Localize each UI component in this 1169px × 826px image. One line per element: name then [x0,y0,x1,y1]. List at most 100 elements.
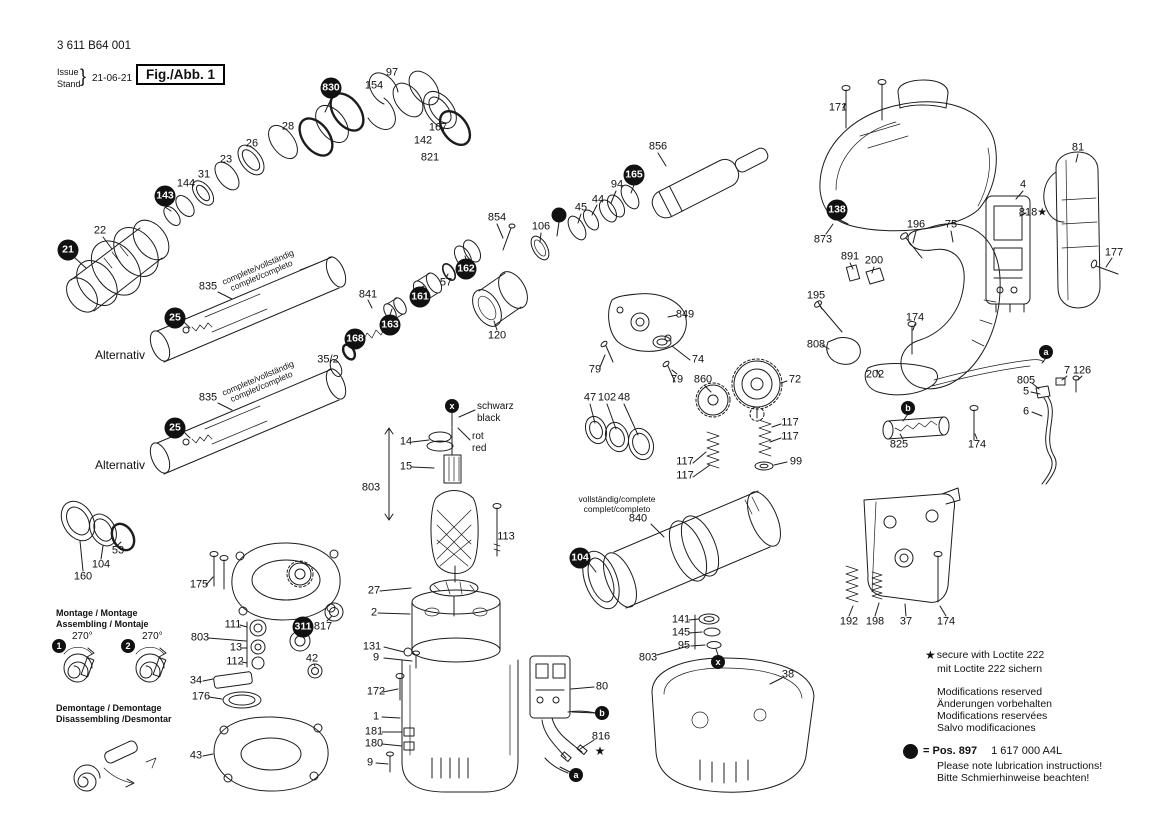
part-label-171: 171 [828,101,848,114]
part-label-200: 200 [864,254,884,267]
part-label-117: 117 [676,455,694,468]
part-label-849: 849 [675,308,695,321]
legend-lubrication-note: Please note lubrication instructions! Bi… [937,760,1102,784]
demontage-title-en: Disassembling /Desmontar [56,713,172,724]
part-label-854: 854 [487,211,507,224]
part-label-311: 311 [292,616,314,638]
montage-title-de: Montage / Montage [56,608,138,618]
part-label-72: 72 [788,373,802,386]
part-label-57: 57 [439,276,453,289]
part-label-4: 4 [1019,178,1027,191]
part-label-1: 1 [372,710,380,723]
connector-marker-x-1: x [445,399,459,413]
part-label-160: 160 [73,570,93,583]
montage-step-1: 1 [52,639,66,653]
part-label-9: 9 [372,651,380,664]
part-label-817: 817 [313,620,333,633]
part-label-818: 818★ [1018,206,1048,219]
issue-label: Issue [57,67,79,77]
part-label-841: 841 [358,288,378,301]
gear-housing-cover [209,542,344,792]
part-label-112: 112 [226,655,244,668]
part-label-94: 94 [610,178,624,191]
part-label-111: 111 [224,618,242,631]
part-label-25: 25 [164,417,186,439]
part-label-840: 840 [628,512,648,525]
loctite-note-en: secure with Loctite 222 [936,649,1045,661]
piston-chain [341,147,769,361]
side-grip-81 [1043,151,1119,309]
part-label-174: 174 [967,438,987,451]
part-label-161: 161 [409,286,431,308]
part-label-174: 174 [905,311,925,324]
part-label-22: 22 [93,224,107,237]
loctite-star-icon: ★ [925,648,936,662]
annotation-schwarz: schwarz [477,401,514,412]
annotation-black: black [477,412,501,424]
part-label-180: 180 [364,737,384,750]
position-dot-icon [903,744,918,759]
seal-rings-left [60,500,136,552]
annotation-wire-black: schwarz black [477,401,514,424]
part-label-860: 860 [693,373,713,386]
part-label-175: 175 [189,578,209,591]
lubrication-point-marker [551,207,567,223]
connector-marker-x-2: x [711,655,725,669]
part-label-138: 138 [826,199,848,221]
montage-angle-1: 270° [72,631,93,642]
part-label-162: 162 [455,258,477,280]
part-label-23: 23 [219,153,233,166]
part-label-31: 31 [197,168,211,181]
position-code: 1 617 000 A4L [991,745,1063,758]
part-label-38: 38 [781,668,795,681]
issue-brace: } [80,66,87,86]
legend-modifications: Modifications reserved Änderungen vorbeh… [937,686,1052,734]
part-label-145: 145 [671,626,691,639]
part-label-79: 79 [588,363,602,376]
part-label-167: 167 [428,121,448,134]
legend-position-897: = Pos. 897 1 617 000 A4L [903,744,1062,759]
part-label-808: 808 [806,338,826,351]
part-label-21: 21 [57,239,79,261]
part-label-154: 154 [364,79,384,92]
part-label-825: 825 [889,438,909,451]
spindle-barrel-2 [149,358,347,475]
modifications-line-es: Salvo modificaciones [937,722,1036,735]
chuck-assembly [66,70,472,313]
part-label-13: 13 [229,641,243,654]
spindle-barrel-1 [149,256,347,363]
part-label-830: 830 [320,77,342,99]
part-label-202: 202 [865,368,885,381]
part-label-28: 28 [281,120,295,133]
connector-marker-b-2: b [901,401,915,415]
montage-title-en: Assembling / Montaje [56,618,149,629]
part-label-192: 192 [839,615,859,628]
annotation-alternativ-2: Alternativ [95,458,146,472]
part-label-126: 126 [1072,364,1092,377]
part-label-47: 47 [583,391,597,404]
part-label-37: 37 [899,615,913,628]
part-label-816: 816 [591,730,611,743]
part-label-803: 803 [190,631,210,644]
part-label-81: 81 [1071,141,1085,154]
montage-step-2: 2 [121,639,135,653]
bottom-housing-38 [651,657,815,793]
part-label-141: 141 [671,613,691,626]
demontage-title-de: Demontage / Demontage [56,703,162,713]
legend-loctite-note: ★ secure with Loctite 222 mit Loctite 22… [925,648,1045,675]
part-label-835: 835 [198,391,218,404]
part-label-196: 196 [906,218,926,231]
part-label-891: 891 [840,250,860,263]
demontage-illustration [73,740,157,792]
part-label-803: 803 [361,481,381,494]
part-label-45: 45 [574,201,588,214]
part-label-5: 5 [1022,385,1030,398]
striker-856 [651,147,769,219]
modifications-line-de: Änderungen vorbehalten [937,698,1053,711]
part-label-99: 99 [789,455,803,468]
modifications-line-en: Modifications reserved [937,686,1043,698]
part-label-144: 144 [176,177,196,190]
part-label-25: 25 [164,307,186,329]
